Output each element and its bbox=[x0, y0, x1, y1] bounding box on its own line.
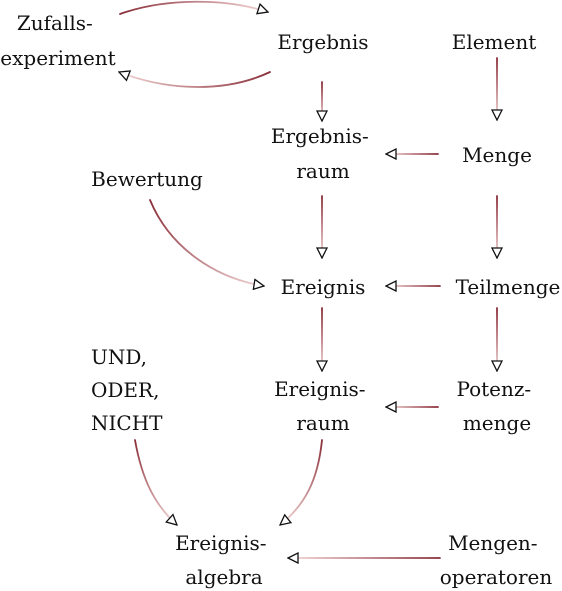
node-ereignisraum: Ereignis- raum bbox=[274, 377, 372, 435]
node-logik: UND, ODER, NICHT bbox=[91, 345, 166, 435]
node-bewertung: Bewertung bbox=[91, 167, 203, 191]
node-ergebnis: Ergebnis bbox=[277, 30, 368, 54]
node-ergebnisraum: Ergebnis- raum bbox=[271, 124, 375, 183]
edge-bewertung-to-ereignis bbox=[149, 199, 264, 286]
edge-zufallsexperiment-to-ergebnis bbox=[119, 0, 268, 15]
edge-logik-to-ereignisalgebra bbox=[134, 439, 177, 525]
node-teilmenge: Teilmenge bbox=[456, 275, 561, 299]
edge-layer bbox=[119, 0, 497, 558]
node-ereignisalgebra: Ereignis- algebra bbox=[175, 531, 273, 589]
edge-ergebnis-to-zufallsexperiment bbox=[119, 72, 271, 88]
node-potenzmenge: Potenz- menge bbox=[456, 377, 537, 435]
node-mengenoperatoren: Mengen- operatoren bbox=[440, 531, 553, 589]
node-element: Element bbox=[452, 30, 537, 54]
node-ereignis: Ereignis bbox=[281, 275, 366, 299]
node-menge: Menge bbox=[462, 143, 532, 167]
edge-ereignisraum-to-ereignisalgebra bbox=[280, 439, 323, 525]
node-zufallsexperiment: Zufalls- experiment bbox=[0, 11, 115, 70]
